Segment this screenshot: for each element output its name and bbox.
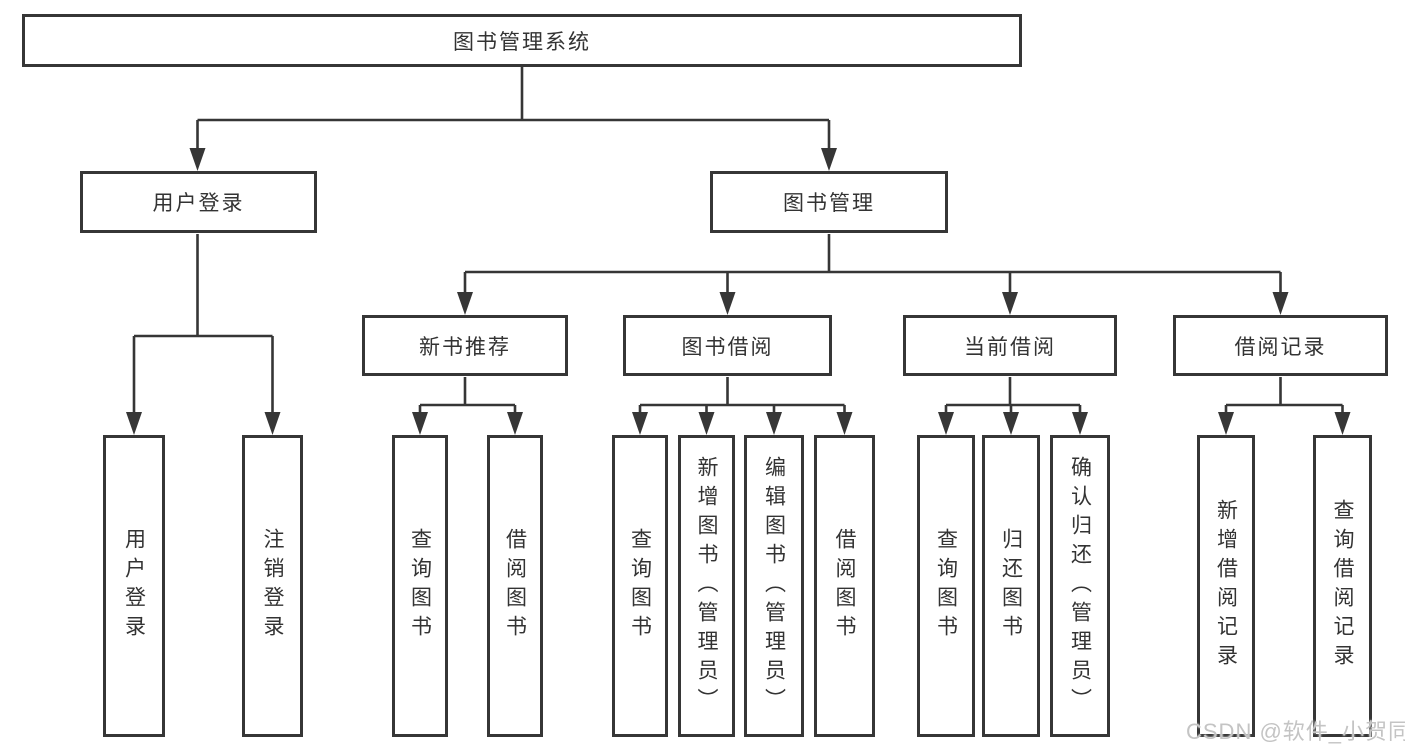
leaf-label: 借阅图书 (833, 528, 856, 644)
leaf-label: 用户登录 (122, 528, 146, 644)
node-book-management: 图书管理 (710, 171, 948, 233)
leaf-query-books-borrowing: 查询图书 (612, 435, 668, 737)
leaf-label: 确认归还（管理员） (1068, 455, 1092, 717)
leaf-edit-books-admin: 编辑图书（管理员） (744, 435, 804, 737)
node-label: 借阅记录 (1234, 335, 1327, 359)
leaf-add-borrow-record: 新增借阅记录 (1197, 435, 1255, 737)
node-new-book-recommend: 新书推荐 (362, 315, 568, 376)
leaf-label: 查询图书 (408, 528, 432, 644)
leaf-confirm-return-admin: 确认归还（管理员） (1050, 435, 1110, 737)
leaf-label: 新增图书（管理员） (695, 455, 718, 717)
csdn-watermark: CSDN @软件_小贺同学 (1186, 719, 1405, 744)
leaf-query-books-current: 查询图书 (917, 435, 975, 737)
leaf-return-books: 归还图书 (982, 435, 1040, 737)
leaf-label: 查询图书 (934, 528, 958, 644)
node-borrow-records: 借阅记录 (1173, 315, 1388, 376)
node-current-borrowing: 当前借阅 (903, 315, 1117, 376)
leaf-label: 新增借阅记录 (1214, 499, 1238, 673)
node-label: 当前借阅 (964, 335, 1056, 359)
leaf-label: 查询借阅记录 (1331, 499, 1354, 673)
leaf-borrow-books-borrowing: 借阅图书 (814, 435, 875, 737)
node-label: 图书借阅 (681, 335, 774, 359)
node-library-system: 图书管理系统 (22, 14, 1022, 67)
leaf-label: 编辑图书（管理员） (762, 455, 786, 717)
leaf-label: 查询图书 (628, 528, 652, 644)
node-label: 新书推荐 (419, 335, 511, 359)
node-label: 图书管理 (783, 192, 875, 215)
leaf-label: 注销登录 (261, 528, 284, 644)
node-book-borrowing: 图书借阅 (623, 315, 832, 376)
leaf-label: 归还图书 (999, 528, 1023, 644)
node-label: 用户登录 (152, 192, 245, 215)
leaf-add-books-admin: 新增图书（管理员） (678, 435, 735, 737)
leaf-query-books-recommend: 查询图书 (392, 435, 448, 737)
node-label: 图书管理系统 (453, 30, 591, 54)
leaf-query-borrow-record: 查询借阅记录 (1313, 435, 1372, 737)
leaf-logout: 注销登录 (242, 435, 303, 737)
leaf-user-login: 用户登录 (103, 435, 165, 737)
leaf-label: 借阅图书 (503, 528, 527, 644)
leaf-borrow-books-recommend: 借阅图书 (487, 435, 543, 737)
node-user-login: 用户登录 (80, 171, 317, 233)
